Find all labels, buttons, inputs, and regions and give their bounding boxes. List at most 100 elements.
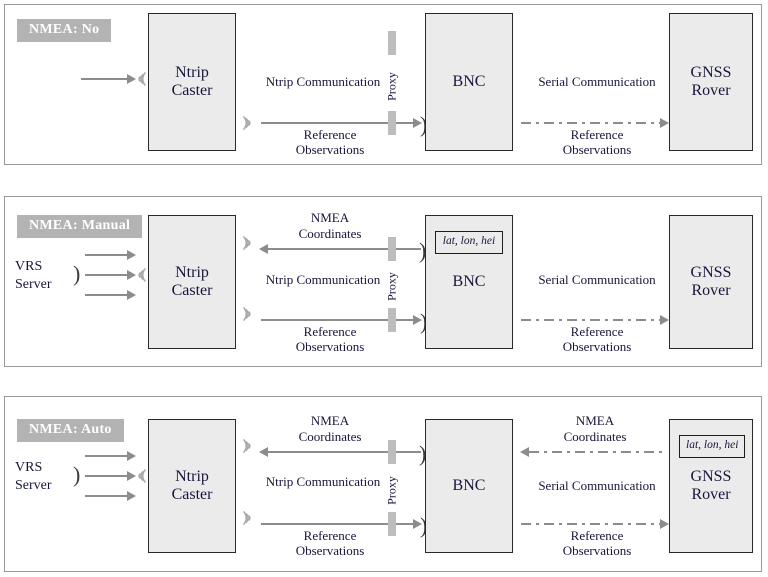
antenna-right-icon xyxy=(239,305,257,323)
vrs-stream-arrowhead xyxy=(127,470,136,481)
link-label-ntrip-communication: Ntrip Communication xyxy=(265,474,381,489)
reference-observations-line-right xyxy=(521,523,666,525)
reference-observations-line-right xyxy=(521,122,666,124)
vrs-stream-arrowhead xyxy=(127,490,136,501)
node-label-line2: Rover xyxy=(691,82,731,99)
vrs-stream-line xyxy=(85,495,129,497)
nmea-coordinates-line-left xyxy=(267,248,421,250)
antenna-right-icon xyxy=(239,437,257,455)
link-label-serial-communication: Serial Communication xyxy=(538,272,656,287)
node-label-line1: BNC xyxy=(452,477,486,495)
vrs-stream-line xyxy=(85,294,129,296)
node-label-line1: BNC xyxy=(452,73,486,91)
link-label-ntrip-communication: Ntrip Communication xyxy=(265,272,381,287)
reference-observations-line-left xyxy=(261,319,419,321)
node-label-line1: Ntrip xyxy=(175,468,209,486)
reference-observations-arrowhead-right xyxy=(660,117,669,128)
reference-observations-arrowhead-left xyxy=(413,314,422,325)
incoming-link-arrowhead xyxy=(127,73,136,84)
nmea-coordinates-line-left xyxy=(267,451,421,453)
link-label-ntrip-communication: Ntrip Communication xyxy=(265,74,381,89)
antenna-left-icon xyxy=(132,70,150,88)
node-label-line2: Rover xyxy=(691,486,731,503)
vrs-stream-arrowhead xyxy=(127,289,136,300)
node-label-line2: Caster xyxy=(171,82,213,99)
nmea-coordinates-arrowhead-right xyxy=(520,446,529,457)
vrs-stream-arrowhead xyxy=(127,269,136,280)
node-label-line1: Ntrip xyxy=(175,264,209,282)
proxy-bar-segment xyxy=(388,111,396,135)
reference-observations-arrowhead-right xyxy=(660,314,669,325)
node-label-line2: Caster xyxy=(171,486,213,503)
proxy-bar-segment xyxy=(388,237,396,261)
proxy-bar-segment xyxy=(388,512,396,536)
vrs-stream-arrowhead xyxy=(127,249,136,260)
vrs-stream-arrowhead xyxy=(127,450,136,461)
vrs-stream-line xyxy=(85,274,129,276)
node-label-line1: GNSS xyxy=(690,264,732,282)
reference-observations-line-right xyxy=(521,319,666,321)
node-label-line1: GNSS xyxy=(690,468,732,486)
node-ntrip-caster: Ntrip Caster xyxy=(148,419,236,553)
nmea-mode-badge: NMEA: No xyxy=(17,19,112,42)
proxy-label: Proxy xyxy=(384,72,399,101)
node-label-line1: Ntrip xyxy=(175,64,209,82)
node-label-line2: Rover xyxy=(691,282,731,299)
nmea-coordinates-line-right xyxy=(529,451,666,453)
nmea-mode-badge: NMEA: Auto xyxy=(17,419,124,442)
node-bnc: BNC xyxy=(425,419,513,553)
node-gnss-rover: GNSS Rover xyxy=(669,13,753,151)
proxy-bar-segment xyxy=(388,308,396,332)
antenna-left-icon xyxy=(132,467,150,485)
coordinate-chip-bnc: lat, lon, hei xyxy=(435,231,503,254)
link-label-serial-communication: Serial Communication xyxy=(538,74,656,89)
node-label-line2: Caster xyxy=(171,282,213,299)
reference-observations-line-left xyxy=(261,122,419,124)
nmea-coordinates-arrowhead-left xyxy=(259,243,268,254)
antenna-left-icon xyxy=(132,266,150,284)
reference-observations-line-left xyxy=(261,523,419,525)
node-ntrip-caster: Ntrip Caster xyxy=(148,215,236,349)
proxy-label: Proxy xyxy=(384,476,399,505)
source-paren-icon: ) xyxy=(73,462,81,487)
vrs-stream-line xyxy=(85,475,129,477)
vrs-stream-line xyxy=(85,455,129,457)
nmea-mode-badge: NMEA: Manual xyxy=(17,215,143,238)
proxy-bar-segment xyxy=(388,440,396,464)
connector-paren-icon: ) xyxy=(420,112,428,137)
connector-paren-icon: ) xyxy=(420,513,428,538)
link-label-serial-communication: Serial Communication xyxy=(538,478,656,493)
node-bnc: BNC xyxy=(425,13,513,151)
proxy-bar-segment xyxy=(388,31,396,55)
reference-observations-arrowhead-left xyxy=(413,518,422,529)
node-gnss-rover: GNSS Rover xyxy=(669,215,753,349)
connector-paren-icon: ) xyxy=(419,238,427,263)
panel-nmea-no: NMEA: No Ntrip Caster xyxy=(4,4,762,165)
nmea-coordinates-arrowhead-left xyxy=(259,446,268,457)
reference-observations-arrowhead-right xyxy=(660,518,669,529)
coordinate-chip-rover: lat, lon, hei xyxy=(679,435,745,458)
antenna-right-icon xyxy=(239,114,257,132)
proxy-label: Proxy xyxy=(384,272,399,301)
vrs-stream-line xyxy=(85,254,129,256)
antenna-right-icon xyxy=(239,234,257,252)
incoming-link-line xyxy=(81,78,129,80)
connector-paren-icon: ) xyxy=(419,441,427,466)
node-label-line1: BNC xyxy=(452,273,486,291)
node-label-line1: GNSS xyxy=(690,64,732,82)
node-ntrip-caster: Ntrip Caster xyxy=(148,13,236,151)
reference-observations-arrowhead-left xyxy=(413,117,422,128)
source-paren-icon: ) xyxy=(73,261,81,286)
antenna-right-icon xyxy=(239,509,257,527)
